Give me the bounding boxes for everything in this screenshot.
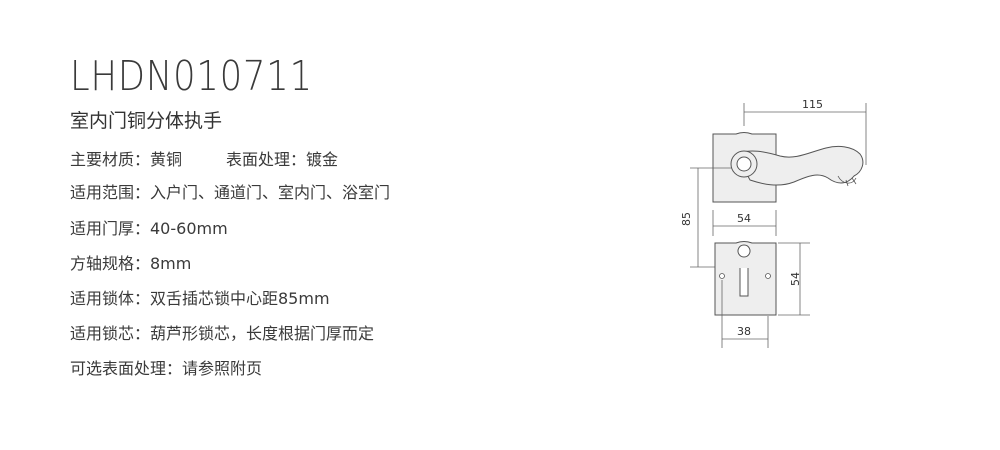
spec-lock-cylinder: 适用锁芯：葫芦形锁芯，长度根据门厚而定 [70,324,375,343]
dim-handle-length-label: 115 [802,98,823,111]
product-model: LHDN010711 [70,52,313,100]
dim-plate-height [778,242,810,316]
dim-handle-length [743,103,867,165]
lever-tip-detail [837,175,857,187]
dim-center-distance [690,167,732,268]
spec-scope: 适用范围：入户门、通道门、室内门、浴室门 [70,183,391,202]
screw-hole-right [765,273,771,279]
product-name: 室内门铜分体执手 [70,110,223,132]
dim-rose-width [712,210,777,236]
spec-row-material-surface: 主要材质：黄铜 表面处理：镀金 [70,150,338,169]
dim-keyhole-offset [721,280,769,348]
dim-keyhole-offset-label: 38 [737,325,751,338]
spec-surface: 表面处理：镀金 [226,150,339,169]
lever-handle [735,145,864,186]
dim-plate-height-label: 54 [789,272,802,286]
dim-rose-width-label: 54 [737,212,751,225]
rosette-inner [736,156,752,172]
spec-spindle: 方轴规格：8mm [70,254,192,273]
spec-lock-body: 适用锁体：双舌插芯锁中心距85mm [70,289,330,308]
keyhole-icon [737,244,751,297]
technical-drawing: 115 85 54 54 38 [680,98,867,348]
spec-door-thickness: 适用门厚：40-60mm [70,219,228,238]
screw-hole-left [719,273,725,279]
spec-optional-finish: 可选表面处理：请参照附页 [70,359,263,378]
spec-material: 主要材质：黄铜 [70,150,183,169]
dim-center-distance-label: 85 [680,212,693,226]
